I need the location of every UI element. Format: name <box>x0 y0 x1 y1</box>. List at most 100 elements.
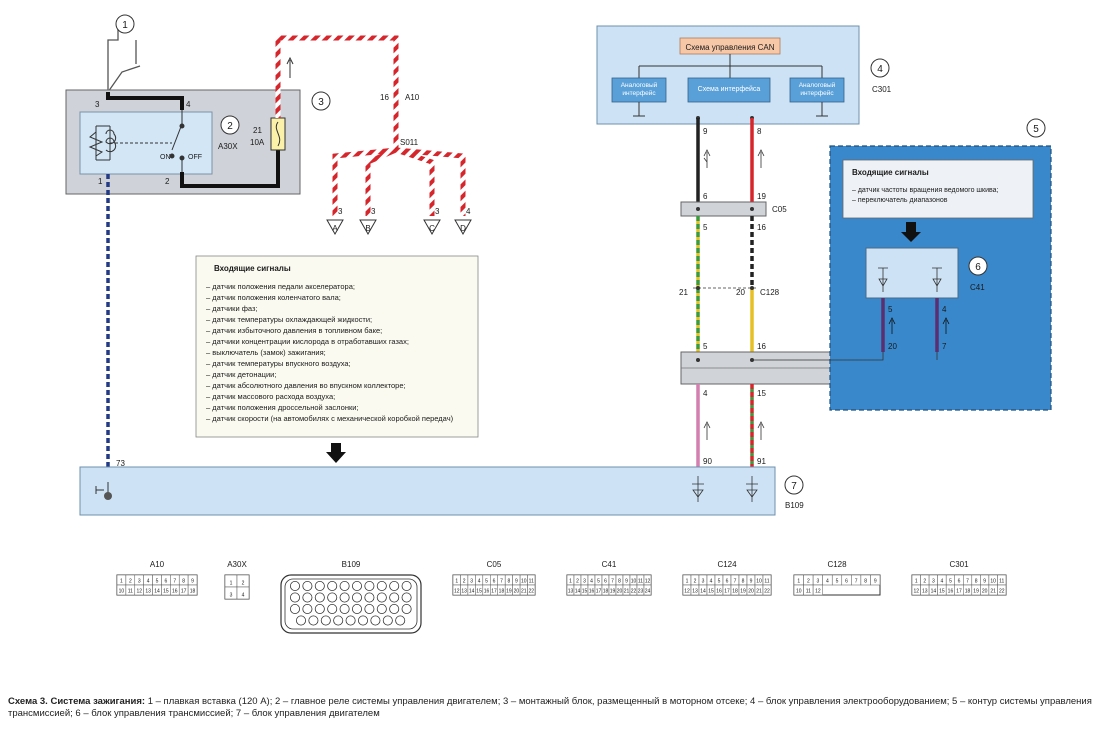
connector-pin-number: 3 <box>470 579 473 585</box>
relay-code: A30X <box>218 142 238 151</box>
connector-pin-number: 4 <box>590 579 593 585</box>
connector-pin-number: 5 <box>718 579 721 585</box>
connector-pin-number: 18 <box>732 589 738 595</box>
connector-pin-number: 5 <box>949 579 952 585</box>
connector-label: C05 <box>487 560 502 569</box>
transmission-signals-box <box>842 159 1034 219</box>
connector-pin-number: 15 <box>476 589 482 595</box>
connector-pin <box>289 581 300 592</box>
connector-pin-number: 5 <box>156 579 159 585</box>
connector-pin <box>401 581 412 592</box>
connector-pin-number: 10 <box>521 579 527 585</box>
can-left-box <box>611 77 667 103</box>
connector-pin-number: 9 <box>750 579 753 585</box>
connector-pin <box>401 604 412 615</box>
connector-pin-number: 3 <box>138 579 141 585</box>
tcu-pin-4: 4 <box>942 305 947 314</box>
connector-label: C128 <box>827 560 847 569</box>
connector-pin <box>289 604 300 615</box>
branch-c-pin: 3 <box>435 207 440 216</box>
fuse-link-1: 1 <box>107 14 141 93</box>
connector-pin-number: 7 <box>966 579 969 585</box>
relay-pin-1: 1 <box>98 177 103 186</box>
connector-pin-number: 2 <box>807 579 810 585</box>
connector-pin-number: 11 <box>638 579 643 585</box>
connector-pin-number: 21 <box>624 589 630 595</box>
connector-pin-number: 6 <box>726 579 729 585</box>
connector-pin <box>327 581 338 592</box>
connector-pin-number: 8 <box>182 579 185 585</box>
c124-pin-15: 15 <box>757 389 766 398</box>
can-right-text: Аналоговый интерфейс <box>798 82 836 97</box>
connector-pin-number: 1 <box>915 579 918 585</box>
connector-pin <box>302 581 313 592</box>
connector-pin <box>314 592 325 603</box>
tcu-6 <box>865 247 959 299</box>
connector-pin-number: 9 <box>191 579 194 585</box>
ecu-signals-list: – датчик положения педали акселератора; … <box>206 282 454 423</box>
can-pin-8: 8 <box>757 127 762 136</box>
can-code: C301 <box>872 85 892 94</box>
connector-pin-number: 22 <box>764 589 770 595</box>
connector-pin-number: 6 <box>493 579 496 585</box>
connector-pin <box>351 604 362 615</box>
callout-7: 7 <box>791 481 797 492</box>
connector-pin <box>401 592 412 603</box>
connector-pin-number: 9 <box>625 579 628 585</box>
connector-pin-number: 18 <box>190 589 196 595</box>
connector-pin <box>320 615 331 626</box>
connector-pin <box>357 615 368 626</box>
connector-pin-number: 8 <box>975 579 978 585</box>
connector-pin-number: 10 <box>119 589 125 595</box>
connector-pin-number: 19 <box>506 589 512 595</box>
connector-pin-number: 23 <box>638 589 644 595</box>
connector-pin-number: 7 <box>500 579 503 585</box>
connector-pin-number: 20 <box>617 589 623 595</box>
connector-pin-number: 19 <box>740 589 746 595</box>
can-left-text: Аналоговый интерфейс <box>620 82 658 97</box>
connector-pin-number: 10 <box>990 579 996 585</box>
connector-pin-number: 8 <box>508 579 511 585</box>
branch-b-pin: 3 <box>371 207 376 216</box>
connector-pin-number: 16 <box>172 589 178 595</box>
connector-pin-number: 2 <box>694 579 697 585</box>
connector-pin <box>762 584 772 596</box>
connector-pin-number: 1 <box>686 579 689 585</box>
connector-pin <box>382 615 393 626</box>
ecu-signal-0: – датчик положения педали акселератора; <box>206 282 355 291</box>
connector-pin-number: 20 <box>748 589 754 595</box>
connector-pin-number: 6 <box>164 579 167 585</box>
connector-pin-number: 22 <box>999 589 1005 595</box>
connector-pin-number: 13 <box>568 589 574 595</box>
connector-pin-number: 2 <box>576 579 579 585</box>
power-wire <box>106 92 280 188</box>
connector-pin-number: 14 <box>154 589 160 595</box>
red-white-wire <box>275 35 399 150</box>
connector-pin-number: 12 <box>136 589 142 595</box>
connector-pin <box>308 615 319 626</box>
connector-pin-number: 11 <box>764 579 769 585</box>
connector-pin-number: 18 <box>499 589 505 595</box>
connector-pin-number: 22 <box>528 589 534 595</box>
connector-pin-number: 17 <box>181 589 187 595</box>
connector-pin <box>339 604 350 615</box>
connector-pin-number: 13 <box>922 589 928 595</box>
relay-on-label: ON <box>160 154 171 161</box>
connector-pin-number: 3 <box>932 579 935 585</box>
connector-pin-number: 18 <box>965 589 971 595</box>
c128-pin-20: 20 <box>736 288 745 297</box>
connector-pin-number: 11 <box>999 579 1004 585</box>
connector-pin-number: 21 <box>990 589 996 595</box>
connector-pin <box>339 581 350 592</box>
relay-pin-3: 3 <box>95 100 100 109</box>
connector-pin-number: 1 <box>455 579 458 585</box>
connector-pin-number: 12 <box>913 589 919 595</box>
c124-pin-5: 5 <box>703 342 708 351</box>
connector-pin-number: 5 <box>836 579 839 585</box>
can-center-text: Схема интерфейса <box>697 86 761 93</box>
connector-pin-number: 7 <box>734 579 737 585</box>
callout-2: 2 <box>227 121 233 132</box>
connector-pin-number: 4 <box>710 579 713 585</box>
connector-pin <box>295 615 306 626</box>
